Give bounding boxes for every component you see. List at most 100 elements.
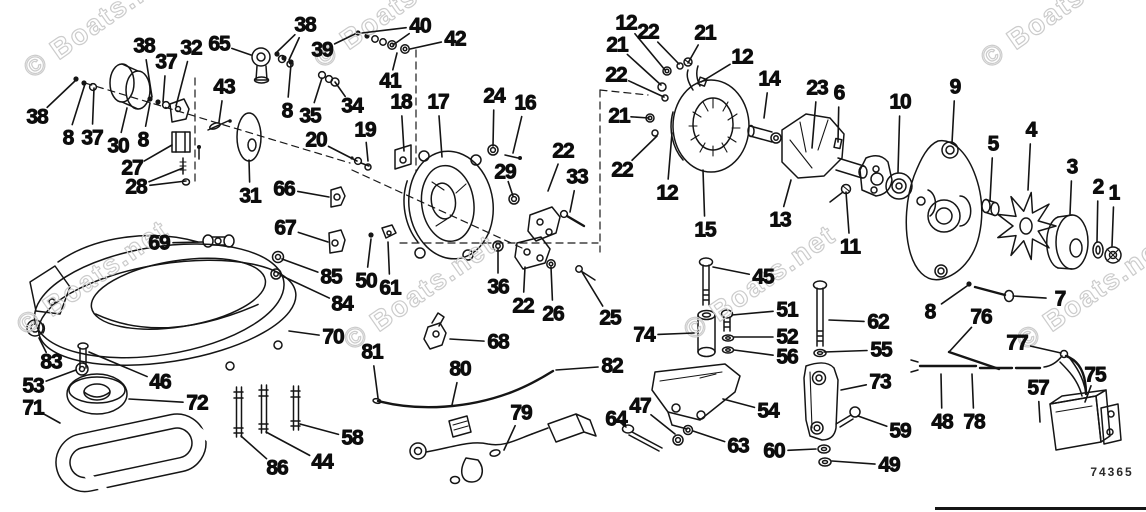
callout-17: 17 bbox=[427, 91, 449, 114]
part-18-bracket bbox=[394, 144, 412, 170]
leader-line bbox=[46, 79, 77, 109]
callout-38: 38 bbox=[294, 14, 317, 37]
callout-8: 8 bbox=[282, 100, 294, 123]
callout-10: 10 bbox=[889, 91, 911, 114]
leader-line bbox=[569, 189, 576, 213]
leader-line bbox=[334, 81, 347, 98]
part-31-disc bbox=[236, 112, 262, 162]
callout-7: 7 bbox=[1055, 288, 1066, 311]
callout-60: 60 bbox=[763, 440, 785, 463]
leader-line bbox=[971, 373, 975, 409]
callout-51: 51 bbox=[776, 299, 799, 322]
callout-2: 2 bbox=[1093, 176, 1104, 199]
callout-48: 48 bbox=[931, 411, 954, 434]
part-51-bolt bbox=[720, 309, 734, 332]
leader-line bbox=[333, 33, 356, 45]
part-49-nut bbox=[818, 457, 832, 467]
callout-30: 30 bbox=[107, 135, 129, 158]
callout-59: 59 bbox=[889, 420, 911, 443]
part-73-plate bbox=[803, 362, 839, 441]
callout-35: 35 bbox=[299, 105, 322, 128]
callout-43: 43 bbox=[213, 76, 235, 99]
leader-line bbox=[940, 373, 943, 409]
callout-26: 26 bbox=[542, 303, 564, 326]
leader-line bbox=[550, 266, 554, 301]
leader-line bbox=[387, 241, 391, 275]
part-45-bolt bbox=[698, 257, 714, 306]
leader-line bbox=[373, 365, 379, 399]
part-83-grommet bbox=[26, 319, 46, 337]
leader-line bbox=[512, 115, 523, 154]
callout-34: 34 bbox=[341, 95, 364, 118]
callout-21: 21 bbox=[606, 34, 629, 57]
part-46-bolt bbox=[77, 342, 89, 369]
leader-line bbox=[366, 238, 372, 268]
callout-39: 39 bbox=[311, 39, 333, 62]
leader-line bbox=[547, 163, 559, 192]
callout-18: 18 bbox=[390, 91, 413, 114]
leader-line bbox=[627, 80, 665, 98]
callout-9: 9 bbox=[950, 76, 961, 99]
leader-line bbox=[148, 167, 184, 183]
part-56-washer bbox=[721, 346, 735, 354]
leader-line bbox=[392, 32, 411, 46]
part-15-stator bbox=[670, 65, 750, 173]
part-59-bolt bbox=[835, 406, 861, 428]
leader-line bbox=[837, 106, 840, 143]
leader-line bbox=[144, 102, 151, 128]
leader-line bbox=[634, 32, 666, 71]
part-4-fan bbox=[997, 191, 1057, 261]
leader-line bbox=[712, 266, 751, 276]
part-53-washer bbox=[75, 362, 89, 376]
leader-line bbox=[391, 52, 398, 71]
callout-15: 15 bbox=[694, 219, 717, 242]
callout-38: 38 bbox=[133, 35, 156, 58]
part-8-gasket-plate bbox=[859, 155, 893, 197]
part-9-end-frame bbox=[905, 139, 983, 281]
callout-53: 53 bbox=[22, 375, 44, 398]
part-7-bolt bbox=[966, 281, 1015, 303]
watermark-text: © Boats.net bbox=[975, 0, 1139, 74]
leader-line bbox=[128, 398, 184, 403]
callout-37: 37 bbox=[81, 127, 103, 150]
part-80-82-cable bbox=[372, 369, 555, 409]
callout-79: 79 bbox=[510, 402, 532, 425]
part-62-bolt bbox=[812, 280, 828, 347]
hardware-screws-39-40 bbox=[355, 30, 410, 54]
leader-line bbox=[555, 366, 599, 371]
leader-line bbox=[619, 421, 627, 428]
callout-12: 12 bbox=[615, 12, 637, 35]
leader-line bbox=[733, 349, 774, 356]
leader-line bbox=[845, 191, 850, 234]
part-1-nut bbox=[1104, 246, 1122, 264]
part-10-bearing bbox=[885, 172, 913, 200]
callout-44: 44 bbox=[311, 451, 334, 474]
callout-38: 38 bbox=[26, 106, 49, 129]
callout-49: 49 bbox=[878, 454, 900, 477]
leader-line bbox=[175, 60, 189, 107]
leader-line bbox=[218, 100, 223, 123]
leader-line bbox=[940, 285, 968, 305]
leader-line bbox=[143, 144, 173, 162]
callout-31: 31 bbox=[239, 185, 262, 208]
leader-line bbox=[401, 115, 405, 152]
callout-12: 12 bbox=[731, 46, 753, 69]
callout-11: 11 bbox=[840, 236, 862, 259]
part-52-washer bbox=[721, 334, 735, 342]
part-55-washer bbox=[813, 348, 827, 358]
leader-line bbox=[409, 41, 443, 50]
leader-line bbox=[288, 330, 320, 336]
callout-13: 13 bbox=[769, 209, 791, 232]
part-84-washer bbox=[270, 268, 282, 280]
leader-line bbox=[1038, 400, 1041, 423]
callout-50: 50 bbox=[355, 270, 377, 293]
sheet-number: 74365 bbox=[1090, 465, 1133, 479]
callout-47: 47 bbox=[629, 395, 651, 418]
leader-line bbox=[1084, 384, 1092, 403]
leader-line bbox=[361, 26, 407, 34]
part-64-bolt bbox=[621, 424, 663, 452]
callout-63: 63 bbox=[727, 435, 749, 458]
leader-line bbox=[507, 180, 514, 197]
